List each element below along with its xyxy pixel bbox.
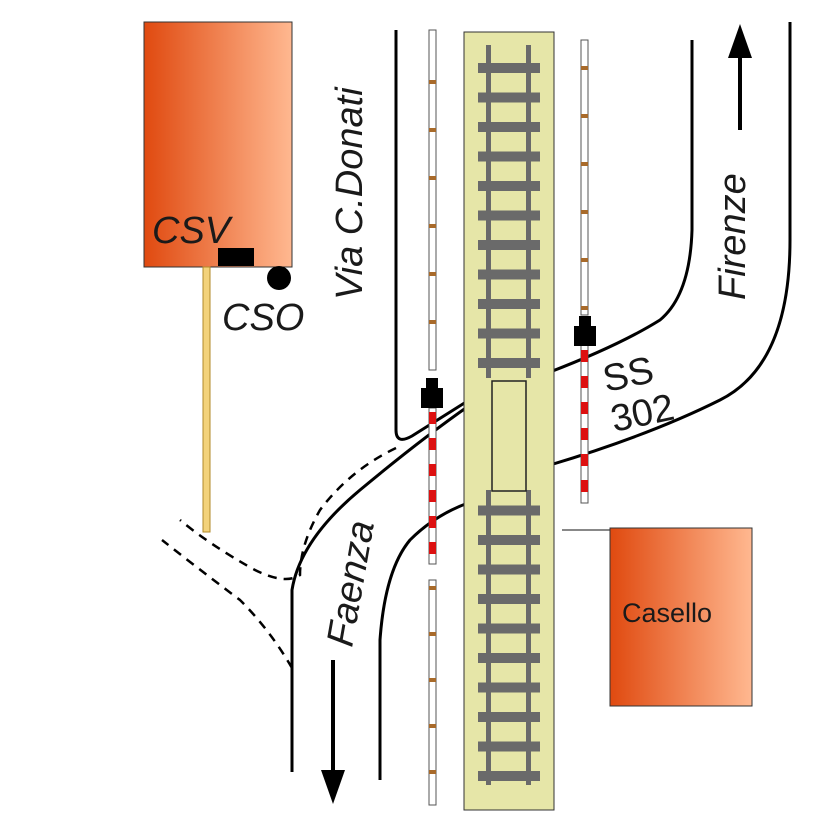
sleeper xyxy=(478,269,540,280)
barrier-right xyxy=(574,316,596,504)
fence-tick xyxy=(429,272,436,276)
fence-tick xyxy=(429,176,436,180)
side-road-dashed-lower xyxy=(161,539,294,669)
barrier-stripe xyxy=(581,454,588,466)
barrier-stripe xyxy=(429,412,436,424)
csv-device xyxy=(218,248,254,266)
cso-label: CSO xyxy=(222,297,304,339)
fence-tick xyxy=(429,770,436,774)
fence-tick xyxy=(581,258,588,262)
sleeper xyxy=(478,653,540,663)
fence-left-upper xyxy=(428,29,437,371)
via-donati-road-edge xyxy=(394,30,467,441)
railway xyxy=(463,31,555,811)
sleeper xyxy=(478,299,540,309)
fence-tick xyxy=(429,586,436,590)
sleeper xyxy=(478,240,540,250)
barrier-stripe xyxy=(429,464,436,476)
casello-label: Casello xyxy=(622,598,712,628)
sleeper xyxy=(478,122,540,132)
barrier-stripe xyxy=(581,480,588,492)
side-road-dashed-upper xyxy=(179,446,397,581)
fence-tick xyxy=(429,724,436,728)
sleeper xyxy=(478,505,540,516)
sleeper xyxy=(478,594,540,604)
cso-device xyxy=(267,266,291,290)
barrier-stripe xyxy=(429,542,436,554)
fence-tick xyxy=(429,128,436,132)
fence-tick xyxy=(581,66,588,70)
barrier-stripe xyxy=(429,438,436,450)
barrier-left xyxy=(421,378,443,565)
csv-post xyxy=(202,266,211,533)
sleeper xyxy=(478,564,540,575)
sleeper xyxy=(478,328,540,339)
crossing-inner-panel xyxy=(491,380,527,492)
sleeper xyxy=(478,210,540,221)
fence-tick xyxy=(581,210,588,214)
sleeper xyxy=(478,63,540,73)
faenza-arrow-icon xyxy=(321,660,345,804)
sleeper xyxy=(478,771,540,781)
sleeper xyxy=(478,535,540,545)
csv-building xyxy=(143,21,293,268)
sleeper xyxy=(478,741,540,752)
fence-tick xyxy=(581,114,588,118)
fence-tick xyxy=(429,678,436,682)
sleeper xyxy=(478,623,540,634)
sleeper xyxy=(478,682,540,693)
barrier-stripe xyxy=(429,490,436,502)
fence-right-upper xyxy=(580,39,589,316)
fence-tick xyxy=(429,632,436,636)
fence-tick xyxy=(429,224,436,228)
fence-tick xyxy=(429,320,436,324)
csv-label: CSV xyxy=(152,210,234,252)
barrier-stripe xyxy=(581,428,588,440)
barrier-stripe xyxy=(581,402,588,414)
barrier-stripe xyxy=(581,350,588,362)
casello-building xyxy=(609,527,753,707)
barrier-stripe xyxy=(429,516,436,528)
track-sleepers xyxy=(478,63,540,781)
barrier-right-head xyxy=(574,326,596,346)
barrier-left-head xyxy=(421,388,443,408)
fence-tick xyxy=(429,80,436,84)
firenze-arrow-icon xyxy=(728,24,752,130)
fence-left-lower xyxy=(428,579,437,806)
sleeper xyxy=(478,151,540,162)
sleeper xyxy=(478,181,540,191)
firenze-label: Firenze xyxy=(712,173,754,300)
fence-tick xyxy=(581,306,588,310)
via-donati-label: Via C.Donati xyxy=(329,86,371,300)
faenza-label: Faenza xyxy=(320,517,383,649)
sleeper xyxy=(478,92,540,103)
sleeper xyxy=(478,712,540,722)
ss302-label-line1: SS xyxy=(599,349,657,401)
barrier-stripe xyxy=(581,376,588,388)
sleeper xyxy=(478,358,540,368)
fence-tick xyxy=(581,162,588,166)
